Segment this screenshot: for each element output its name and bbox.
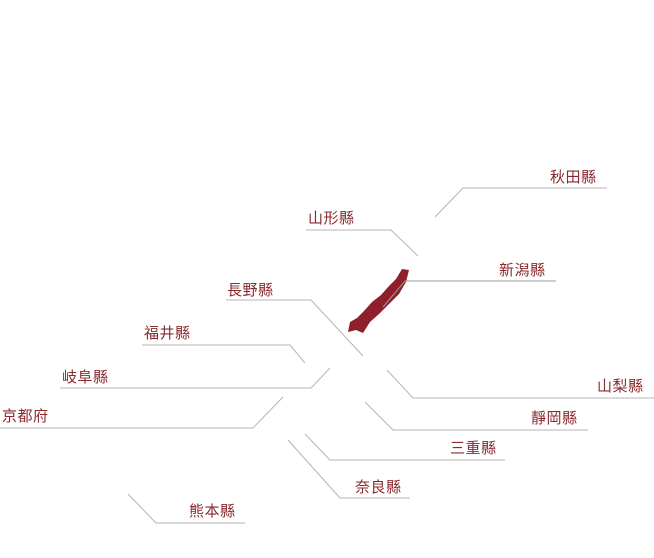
fukui-leader-line xyxy=(142,344,306,364)
gifu-leader-line xyxy=(60,367,331,389)
kyoto-leader-line xyxy=(0,396,284,429)
nagano-label[interactable]: 長野縣 xyxy=(227,281,274,299)
yamanashi-leader-line xyxy=(386,369,654,399)
nara-leader-line xyxy=(287,439,410,499)
mie-leader-line xyxy=(304,433,505,461)
shizuoka-leader-line xyxy=(364,401,588,431)
yamagata-label[interactable]: 山形縣 xyxy=(308,209,355,227)
kumamoto-label[interactable]: 熊本縣 xyxy=(189,502,236,520)
shizuoka-label[interactable]: 靜岡縣 xyxy=(531,409,578,427)
fukui-label[interactable]: 福井縣 xyxy=(144,324,191,342)
kyoto-label[interactable]: 京都府 xyxy=(2,407,49,425)
yamagata-leader-line xyxy=(306,229,419,257)
niigata-leader-line xyxy=(382,280,556,308)
kumamoto-leader-line xyxy=(127,493,245,524)
gifu-label[interactable]: 岐阜縣 xyxy=(62,368,109,386)
nagano-leader-line xyxy=(226,299,364,357)
akita-label[interactable]: 秋田縣 xyxy=(550,168,597,186)
yamanashi-label[interactable]: 山梨縣 xyxy=(597,377,644,395)
mie-label[interactable]: 三重縣 xyxy=(450,439,497,457)
nara-label[interactable]: 奈良縣 xyxy=(355,478,402,496)
akita-leader-line xyxy=(434,187,607,218)
niigata-region-shape[interactable] xyxy=(348,269,409,333)
niigata-label[interactable]: 新潟縣 xyxy=(499,261,546,279)
